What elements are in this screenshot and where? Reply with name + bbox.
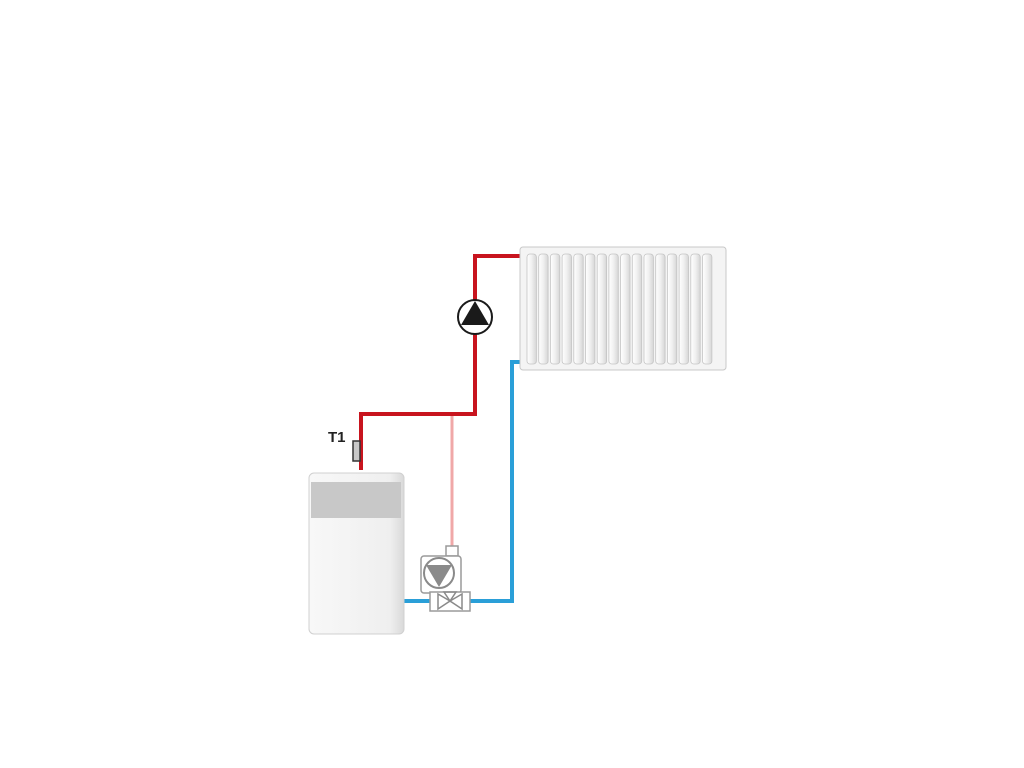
mixing-group <box>420 545 471 612</box>
radiator-fin <box>667 253 678 365</box>
three-way-valve-icon <box>429 591 471 612</box>
radiator-fin <box>655 253 666 365</box>
radiator-fin <box>561 253 572 365</box>
pump-triangle-up-icon <box>457 299 493 335</box>
return-pipe-radiator <box>470 360 521 603</box>
radiator-fin <box>620 253 631 365</box>
pump-triangle-down-icon <box>423 557 455 589</box>
radiator-fin <box>643 253 654 365</box>
temperature-sensor-icon <box>352 440 361 462</box>
radiator <box>519 246 727 371</box>
boiler <box>308 472 405 635</box>
radiator-fin <box>573 253 584 365</box>
radiator-fin <box>585 253 596 365</box>
radiator-fin <box>526 253 537 365</box>
radiator-fin <box>678 253 689 365</box>
boiler-control-panel <box>311 482 401 518</box>
radiator-fin <box>550 253 561 365</box>
radiator-fins <box>526 253 713 365</box>
radiator-fin <box>538 253 549 365</box>
radiator-fin <box>631 253 643 365</box>
mixing-pump-neck <box>445 545 459 557</box>
radiator-fin <box>702 253 713 365</box>
radiator-fin <box>690 253 701 365</box>
radiator-fin <box>608 253 619 365</box>
supply-pipe <box>359 254 521 470</box>
sensor-label-t1: T1 <box>328 429 346 446</box>
radiator-fin <box>596 253 608 365</box>
